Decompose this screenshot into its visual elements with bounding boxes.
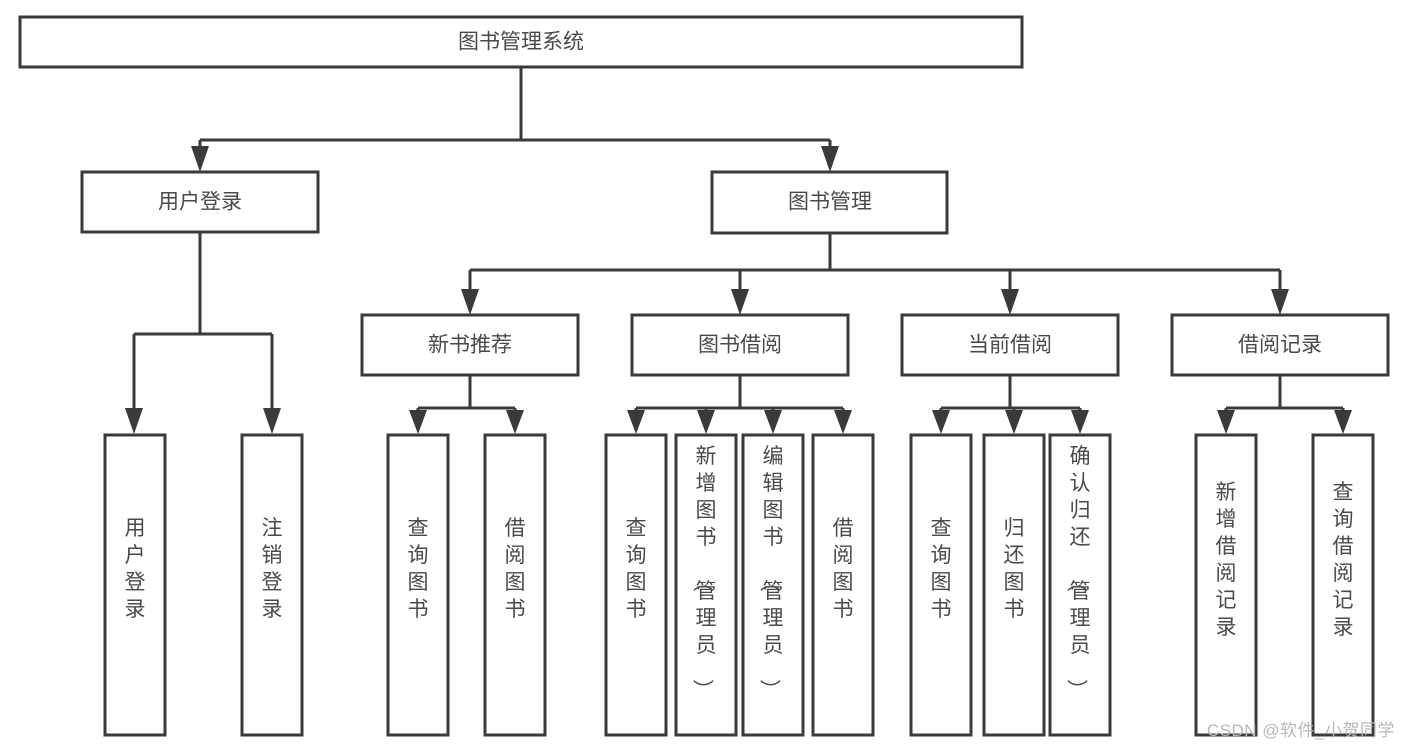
leaf-label: 注销登录 [262,517,283,621]
node-book-borrow[interactable]: 图书借阅 [630,313,850,377]
arrow-level2-1 [731,289,749,315]
leaf-box[interactable] [1311,433,1375,737]
node-book-manage[interactable]: 图书管理 [710,170,949,235]
leaf-box[interactable] [811,433,875,737]
borrow-records-label: 借阅记录 [1238,334,1322,357]
arrow-leaf-user-login-1 [263,408,281,434]
borrow-records-box[interactable] [1170,313,1390,377]
edges-group [125,67,1352,434]
arrow-level2-0 [461,289,479,315]
leaf-current-borrow-1[interactable]: 归还图书 [982,433,1046,737]
arrow-leaf-current-2 [1071,410,1089,434]
arrow-leaf-current-1 [1005,410,1023,434]
leaf-label: 新增图书（管理员） [691,445,717,700]
leaf-label: 编辑图书（管理员） [758,445,784,700]
leaf-label: 查询图书 [408,517,429,621]
arrow-user-login [191,146,209,172]
leaf-current-borrow-2[interactable]: 确认归还（管理员） [1048,433,1112,737]
leaf-label: 新增借阅记录 [1216,481,1237,639]
new-book-recommend-box[interactable] [360,313,580,377]
leaf-box[interactable] [103,433,167,737]
leaf-label: 确认归还（管理员） [1065,445,1091,700]
node-new-book-recommend[interactable]: 新书推荐 [360,313,580,377]
leaf-current-borrow-0[interactable]: 查询图书 [909,433,973,737]
current-borrow-label: 当前借阅 [968,334,1052,357]
leaf-book-borrow-1[interactable]: 新增图书（管理员） [674,433,738,737]
book-borrow-label: 图书借阅 [698,334,782,357]
arrow-leaf-borrow-3 [834,410,852,434]
leaf-box[interactable] [604,433,668,737]
leaf-box[interactable] [982,433,1046,737]
current-borrow-box[interactable] [900,313,1120,377]
leaf-label: 查询图书 [626,517,647,621]
book-borrow-box[interactable] [630,313,850,377]
arrow-level2-3 [1271,289,1289,315]
leaf-label: 借阅图书 [505,517,526,621]
leaf-box[interactable] [909,433,973,737]
leaf-label: 查询借阅记录 [1333,481,1354,639]
leaf-box[interactable] [483,433,547,737]
leaf-new-book-recommend-0[interactable]: 查询图书 [386,433,450,737]
leaf-book-borrow-3[interactable]: 借阅图书 [811,433,875,737]
user-login-label: 用户登录 [158,191,242,214]
root-box[interactable] [18,15,1024,69]
leaf-box[interactable] [1048,433,1112,737]
node-current-borrow[interactable]: 当前借阅 [900,313,1120,377]
leaf-box[interactable] [674,433,738,737]
leaf-book-borrow-2[interactable]: 编辑图书（管理员） [741,433,805,737]
leaf-label: 用户登录 [125,517,146,621]
arrow-leaf-records-1 [1334,410,1352,434]
book-manage-box[interactable] [710,170,949,235]
leaf-borrow-records-0[interactable]: 新增借阅记录 [1194,433,1258,737]
root-label: 图书管理系统 [458,31,584,54]
leaf-new-book-recommend-1[interactable]: 借阅图书 [483,433,547,737]
leaf-borrow-records-1[interactable]: 查询借阅记录 [1311,433,1375,737]
leaf-label: 借阅图书 [833,517,854,621]
leaf-box[interactable] [240,433,304,737]
new-book-recommend-label: 新书推荐 [428,334,512,357]
leaf-label: 归还图书 [1004,517,1025,621]
leaf-label: 查询图书 [931,517,952,621]
leaf-box[interactable] [386,433,450,737]
node-borrow-records[interactable]: 借阅记录 [1170,313,1390,377]
leaf-box[interactable] [741,433,805,737]
arrow-leaf-records-0 [1217,410,1235,434]
arrow-book-manage [821,146,839,172]
node-root[interactable]: 图书管理系统 [18,15,1024,69]
arrow-leaf-current-0 [932,410,950,434]
leaf-user-login-1[interactable]: 注销登录 [240,433,304,737]
arrow-leaf-newbook-1 [506,410,524,434]
leaf-user-login-0[interactable]: 用户登录 [103,433,167,737]
book-manage-label: 图书管理 [788,191,872,214]
arrow-leaf-borrow-0 [627,410,645,434]
leaf-book-borrow-0[interactable]: 查询图书 [604,433,668,737]
arrow-leaf-user-login-0 [125,408,143,434]
leaf-box[interactable] [1194,433,1258,737]
arrow-level2-2 [1001,289,1019,315]
node-user-login[interactable]: 用户登录 [80,170,320,234]
arrow-leaf-newbook-0 [409,410,427,434]
arrow-leaf-borrow-2 [764,410,782,434]
arrow-leaf-borrow-1 [697,410,715,434]
user-login-box[interactable] [80,170,320,234]
